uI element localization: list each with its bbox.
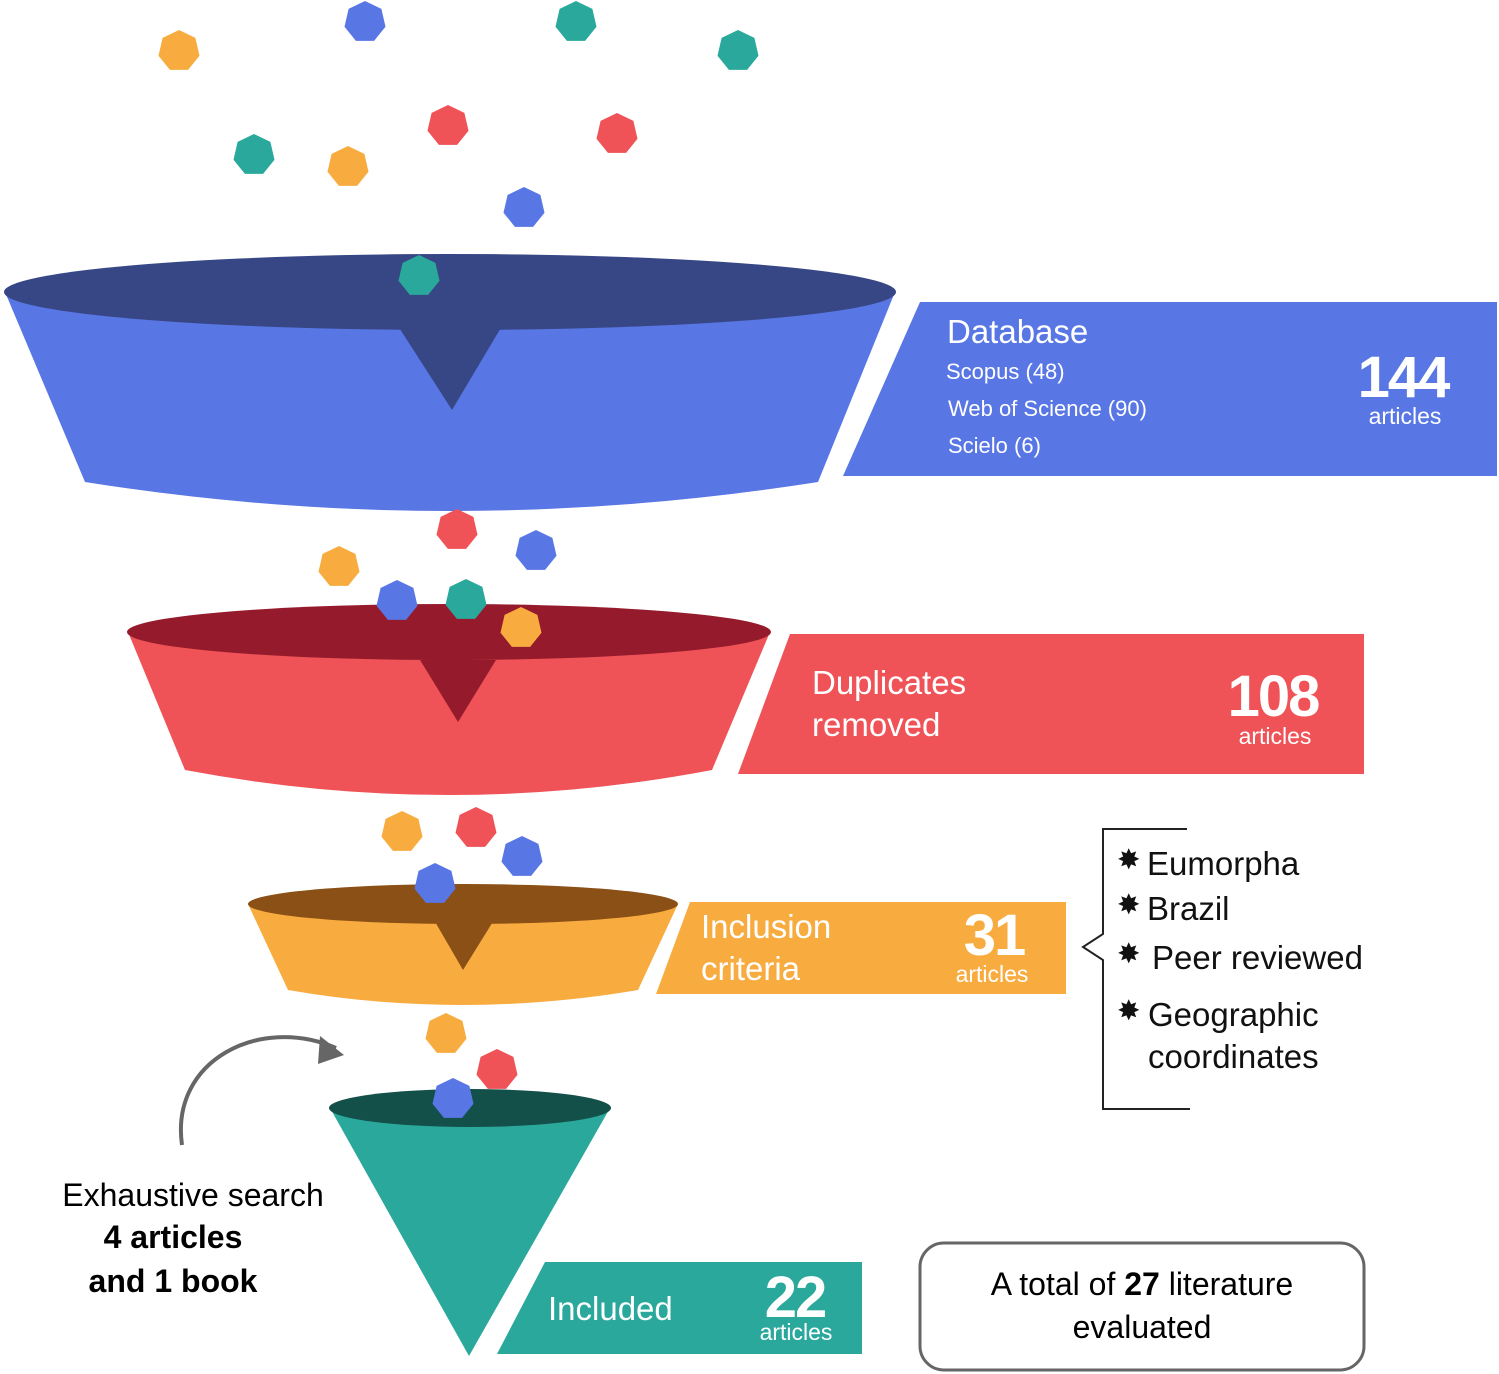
database-source-wos: Web of Science (90) bbox=[948, 396, 1147, 421]
total-line1: A total of 27 literature bbox=[990, 1266, 1294, 1302]
funnel-duplicates-rim bbox=[127, 604, 771, 660]
falling-item-blue bbox=[515, 530, 557, 570]
funnel-database-rim bbox=[4, 254, 896, 330]
duplicates-title-line2: removed bbox=[812, 706, 941, 743]
banner-duplicates bbox=[738, 634, 1364, 774]
funnel-inclusion-rim bbox=[248, 884, 678, 924]
total-line2: evaluated bbox=[1072, 1309, 1212, 1345]
database-count: 144 bbox=[1357, 345, 1451, 410]
funnel-inclusion-notch bbox=[434, 920, 494, 970]
arrow-curve bbox=[178, 1035, 337, 1146]
banner-database bbox=[843, 302, 1497, 476]
falling-item-blue bbox=[432, 1078, 474, 1118]
inclusion-count: 31 bbox=[963, 903, 1027, 968]
included-title: Included bbox=[548, 1290, 673, 1327]
banner-inclusion bbox=[656, 902, 1066, 994]
star-bullet-icon: ✸ bbox=[1117, 938, 1141, 969]
funnel-database-notch bbox=[398, 326, 502, 410]
banner-included bbox=[497, 1262, 862, 1354]
exhaustive-line2: 4 articles bbox=[103, 1219, 243, 1255]
falling-item-blue bbox=[503, 187, 545, 227]
falling-item-orange bbox=[425, 1013, 467, 1053]
inclusion-title-line1: Inclusion bbox=[701, 908, 832, 945]
falling-item-blue bbox=[501, 836, 543, 876]
criteria-item-continuation: coordinates bbox=[1148, 1038, 1319, 1075]
criteria-item: ✸Geographic bbox=[1117, 995, 1319, 1033]
falling-items bbox=[158, 1, 759, 1118]
arrow-head bbox=[318, 1036, 344, 1064]
exhaustive-line1: Exhaustive search bbox=[62, 1177, 324, 1213]
funnel-duplicates bbox=[128, 632, 770, 795]
falling-item-blue bbox=[414, 863, 456, 903]
duplicates-count: 108 bbox=[1227, 664, 1321, 729]
total-box bbox=[918, 1241, 1366, 1372]
criteria-item: ✸Peer reviewed bbox=[1117, 938, 1363, 976]
falling-item-red bbox=[436, 509, 478, 549]
falling-item-orange bbox=[318, 546, 360, 586]
falling-item-red bbox=[427, 105, 469, 145]
star-bullet-icon: ✸ bbox=[1117, 889, 1141, 920]
criteria-item: ✸Eumorpha bbox=[1117, 844, 1300, 882]
falling-item-teal bbox=[717, 30, 759, 70]
star-bullet-icon: ✸ bbox=[1117, 995, 1141, 1026]
falling-item-teal bbox=[555, 1, 597, 41]
criteria-item: ✸Brazil bbox=[1117, 889, 1230, 927]
falling-item-blue bbox=[344, 1, 386, 41]
database-source-scopus: Scopus (48) bbox=[946, 359, 1065, 384]
falling-item-orange bbox=[500, 607, 542, 647]
falling-item-orange bbox=[381, 811, 423, 851]
inclusion-unit: articles bbox=[955, 961, 1029, 987]
falling-item-red bbox=[455, 807, 497, 847]
funnel-duplicates-notch bbox=[420, 660, 496, 722]
duplicates-unit: articles bbox=[1238, 723, 1312, 749]
funnel-included bbox=[330, 1108, 610, 1356]
criteria-bracket bbox=[1081, 828, 1190, 1110]
inclusion-title-line2: criteria bbox=[701, 950, 801, 987]
falling-item-teal bbox=[445, 579, 487, 619]
included-unit: articles bbox=[759, 1319, 833, 1345]
falling-item-teal bbox=[398, 255, 440, 295]
included-count: 22 bbox=[764, 1265, 828, 1330]
database-source-scielo: Scielo (6) bbox=[948, 433, 1041, 458]
duplicates-title-line1: Duplicates bbox=[812, 664, 967, 701]
falling-item-red bbox=[596, 113, 638, 153]
falling-item-orange bbox=[327, 146, 369, 186]
database-unit: articles bbox=[1368, 403, 1442, 429]
falling-item-red bbox=[476, 1049, 518, 1089]
falling-item-teal bbox=[233, 134, 275, 174]
exhaustive-line3: and 1 book bbox=[88, 1263, 258, 1299]
database-title: Database bbox=[947, 313, 1089, 350]
falling-item-orange bbox=[158, 30, 200, 70]
star-bullet-icon: ✸ bbox=[1117, 844, 1141, 875]
falling-item-blue bbox=[376, 580, 418, 620]
